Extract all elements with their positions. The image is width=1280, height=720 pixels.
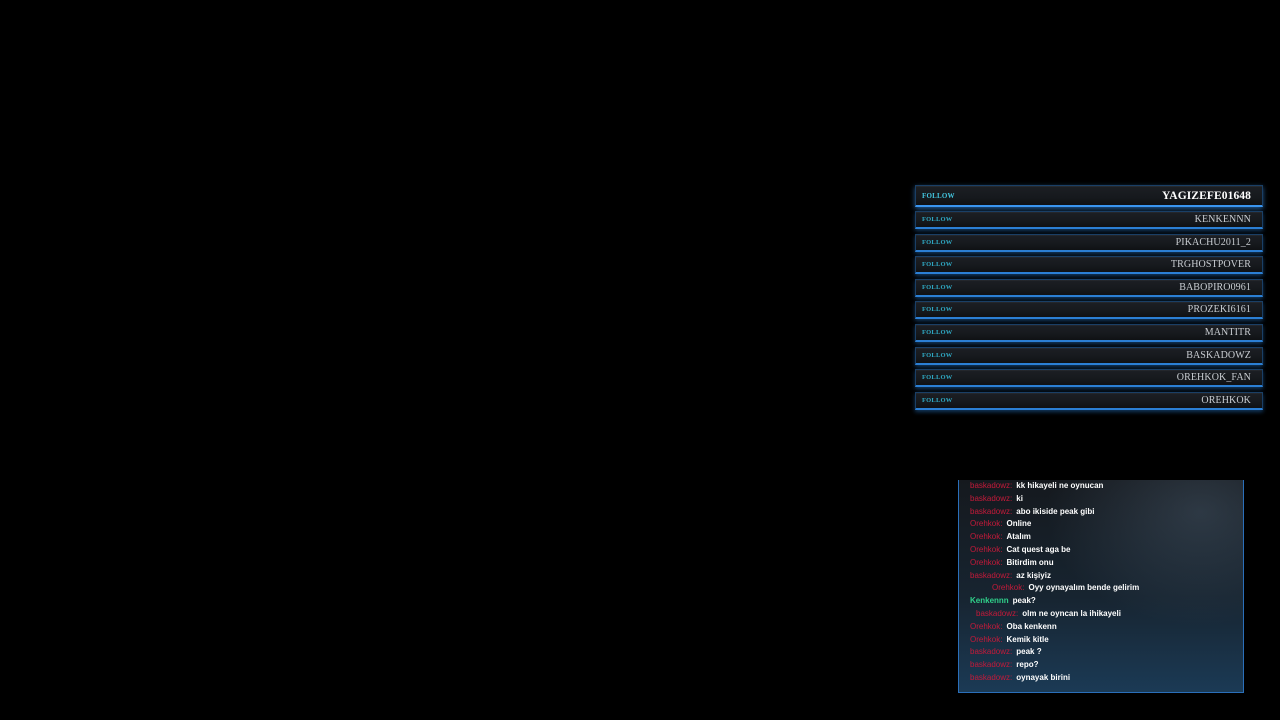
chat-text: Bitirdim onu: [1006, 557, 1054, 567]
chat-message: Orehkok:Cat quest aga be: [970, 544, 1235, 557]
chat-message: Orehkok:Bitirdim onu: [970, 557, 1235, 570]
chat-username: baskadowz:: [970, 506, 1013, 516]
chat-username: Orehkok:: [970, 634, 1003, 644]
chat-username: Orehkok:: [992, 583, 1025, 593]
follow-label: FOLLOW: [922, 261, 953, 269]
chat-box: baskadowz:kk hikayeli ne oynucan baskado…: [958, 480, 1244, 693]
chat-text: Oba kenkenn: [1006, 621, 1057, 631]
follow-label: FOLLOW: [922, 238, 953, 246]
follower-name: KENKENNN: [1194, 214, 1251, 225]
follower-row: FOLLOW KENKENNN: [915, 211, 1263, 229]
chat-message: baskadowz:peak ?: [970, 646, 1235, 659]
follower-row: FOLLOW PROZEKI6161: [915, 301, 1263, 320]
follower-name: MANTITR: [1204, 326, 1251, 338]
chat-text: abo ikiside peak gibi: [1016, 506, 1095, 516]
chat-text: kk hikayeli ne oynucan: [1016, 481, 1104, 490]
chat-username: Orehkok:: [970, 519, 1003, 529]
chat-username: Orehkok:: [970, 557, 1003, 567]
follower-row: FOLLOW OREHKOK_FAN: [915, 369, 1263, 388]
follower-row: FOLLOW MANTITR: [915, 323, 1263, 342]
follower-name: YAGIZEFE01648: [1161, 189, 1251, 202]
chat-text: repo?: [1016, 660, 1039, 670]
chat-username: Kenkennn: [970, 596, 1009, 606]
chat-text: peak ?: [1016, 647, 1042, 657]
chat-username: baskadowz:: [970, 647, 1013, 657]
follower-name: OREHKOK_FAN: [1176, 372, 1251, 384]
follower-row: FOLLOW YAGIZEFE01648: [915, 185, 1263, 207]
chat-text: Oyy oynayalım bende gelirim: [1028, 583, 1140, 593]
chat-text: az kişiyiz: [1016, 570, 1051, 580]
chat-message: baskadowz:abo ikiside peak gibi: [970, 506, 1235, 519]
chat-message: baskadowz:az kişiyiz: [970, 570, 1235, 583]
chat-message: Orehkok:Oba kenkenn: [970, 621, 1235, 634]
follow-label: FOLLOW: [922, 328, 953, 336]
follower-name: PIKACHU2011_2: [1175, 236, 1251, 248]
chat-message: Orehkok:Atalım: [970, 531, 1235, 544]
follower-name: OREHKOK: [1201, 394, 1251, 406]
chat-username: Orehkok:: [970, 621, 1003, 631]
follow-label: FOLLOW: [922, 283, 953, 291]
chat-text: Cat quest aga be: [1006, 544, 1071, 554]
follower-row: FOLLOW BASKADOWZ: [915, 346, 1263, 365]
chat-text: olm ne oyncan la ihikayeli: [1022, 608, 1121, 618]
chat-username: Orehkok:: [970, 544, 1003, 554]
follower-name: PROZEKI6161: [1187, 304, 1251, 316]
chat-username: baskadowz:: [970, 660, 1013, 670]
chat-message: Orehkok:Oyy oynayalım bende gelirim: [970, 582, 1235, 595]
chat-username: baskadowz:: [970, 672, 1013, 682]
chat-username: baskadowz:: [970, 570, 1013, 580]
chat-text: oynayak birini: [1016, 672, 1071, 682]
follow-label: FOLLOW: [922, 216, 953, 223]
follow-label: FOLLOW: [922, 351, 953, 359]
chat-message: baskadowz:repo?: [970, 659, 1235, 672]
chat-message: baskadowz:kk hikayeli ne oynucan: [970, 480, 1235, 493]
chat-message-list: baskadowz:kk hikayeli ne oynucan baskado…: [970, 480, 1235, 685]
chat-text: Kemik kitle: [1006, 634, 1049, 644]
follow-label: FOLLOW: [922, 191, 955, 200]
follower-name: TRGHOSTPOVER: [1170, 259, 1251, 271]
chat-username: baskadowz:: [970, 481, 1013, 490]
follower-name: BABOPIRO0961: [1179, 281, 1251, 293]
chat-text: peak?: [1012, 596, 1036, 606]
follow-label: FOLLOW: [922, 306, 953, 314]
chat-message: baskadowz:ki: [970, 493, 1235, 506]
chat-message: baskadowz:oynayak birini: [970, 672, 1235, 685]
follower-row: FOLLOW TRGHOSTPOVER: [915, 256, 1263, 275]
chat-message: Orehkok:Online: [970, 518, 1235, 531]
chat-message: baskadowz:olm ne oyncan la ihikayeli: [970, 608, 1235, 621]
follower-name: BASKADOWZ: [1186, 349, 1251, 361]
follow-label: FOLLOW: [922, 374, 953, 382]
follower-row: FOLLOW PIKACHU2011_2: [915, 233, 1263, 252]
chat-message: Orehkok:Kemik kitle: [970, 634, 1235, 647]
follower-list: FOLLOW YAGIZEFE01648 FOLLOW KENKENNN FOL…: [915, 185, 1264, 414]
follower-row: FOLLOW OREHKOK: [915, 391, 1263, 410]
chat-username: baskadowz:: [970, 493, 1013, 503]
chat-text: Atalım: [1006, 532, 1031, 542]
chat-username: baskadowz:: [976, 608, 1019, 618]
chat-text: ki: [1016, 493, 1023, 503]
follower-row: FOLLOW BABOPIRO0961: [915, 278, 1263, 297]
chat-text: Online: [1006, 519, 1032, 529]
follow-label: FOLLOW: [922, 396, 953, 404]
chat-username: Orehkok:: [970, 532, 1003, 542]
